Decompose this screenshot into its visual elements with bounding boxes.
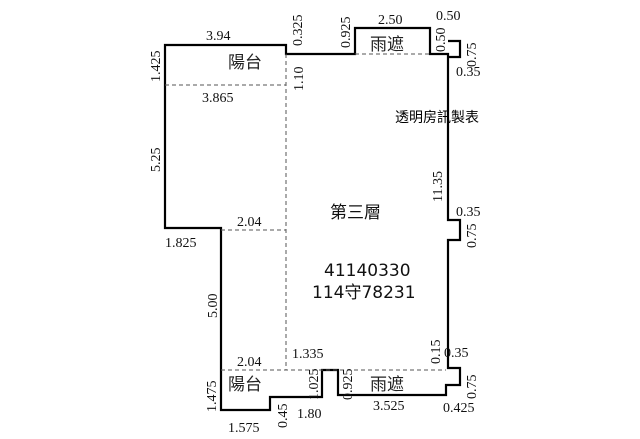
room-canopy-top: 雨遮: [370, 35, 404, 55]
dim: 0.425: [443, 401, 475, 416]
dim: 2.04: [237, 355, 262, 370]
room-balcony-bottom: 陽台: [228, 375, 262, 395]
dim: 5.00: [206, 294, 221, 319]
room-balcony-top: 陽台: [228, 53, 262, 73]
dim: 1.10: [292, 67, 307, 92]
dim: 11.35: [431, 171, 446, 202]
dim: 3.525: [373, 399, 405, 414]
dim: 0.35: [456, 65, 481, 80]
dim: 0.925: [341, 369, 356, 401]
dim: 0.75: [465, 43, 480, 68]
floor-label: 第三層: [330, 203, 381, 223]
dim: 0.35: [444, 346, 469, 361]
dim: 2.04: [237, 215, 262, 230]
code-1: 41140330: [324, 261, 411, 281]
dim: 0.925: [339, 17, 354, 49]
dim: 1.575: [228, 421, 260, 436]
dim: 0.45: [276, 404, 291, 429]
dim: 0.75: [465, 224, 480, 249]
dim: 5.25: [149, 148, 164, 173]
dim: 1.335: [292, 347, 324, 362]
dim: 0.35: [456, 205, 481, 220]
top-right-box: [448, 39, 462, 59]
dim: 0.50: [434, 28, 449, 53]
dim: 0.75: [465, 375, 480, 400]
dim: 0.15: [429, 340, 444, 365]
dim: 2.50: [378, 13, 403, 28]
dim: 1.475: [205, 381, 220, 413]
outer-wall: [163, 26, 462, 412]
dimension-labels: 3.94 1.425 0.325 0.925 2.50 0.50 0.50 0.…: [149, 9, 481, 436]
dim: 3.865: [202, 91, 234, 106]
dim: 0.50: [436, 9, 461, 24]
dim: 1.425: [149, 51, 164, 83]
dim: 3.94: [206, 29, 231, 44]
dim: 1.825: [165, 236, 197, 251]
watermark-title: 透明房訊製表: [395, 110, 479, 126]
dim: 1.025: [307, 369, 322, 401]
dash-lines: [165, 53, 446, 371]
dim: 1.80: [297, 407, 322, 422]
room-canopy-bottom: 雨遮: [370, 375, 404, 395]
dim: 0.325: [291, 15, 306, 47]
code-2: 114守78231: [312, 283, 416, 303]
